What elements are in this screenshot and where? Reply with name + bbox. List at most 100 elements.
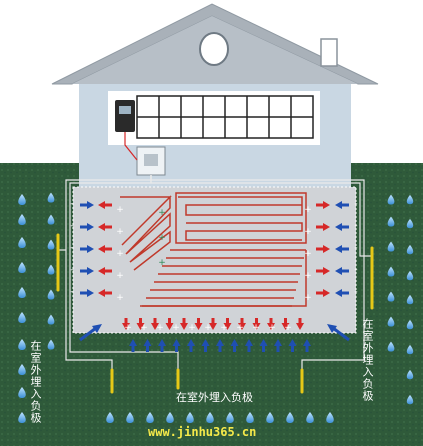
back-wall-frame [175, 192, 307, 244]
side-wall-cable [120, 195, 172, 271]
water-drop [266, 412, 274, 423]
water-drop [18, 237, 26, 248]
water-drop [387, 241, 395, 252]
water-drops [18, 192, 414, 423]
bottom-negative-arrow [172, 339, 181, 352]
left-positive-arrow-head [98, 223, 105, 231]
water-drop [18, 412, 26, 423]
water-drop [387, 291, 395, 302]
left-negative-arrow [80, 223, 94, 231]
right-negative-arrow [335, 267, 349, 275]
right-positive-arrow-head [323, 289, 330, 297]
water-drop [47, 314, 55, 325]
right-negative-arrow-head [335, 289, 342, 297]
water-drop [387, 316, 395, 327]
bottom-positive-arrow-head [180, 323, 188, 330]
bottom-negative-arrow [143, 339, 152, 352]
bottom-positive-arrow-head [151, 323, 159, 330]
left-plus-sign: + [116, 227, 124, 237]
bottom-negative-arrow-head [274, 339, 282, 346]
bottom-negative-arrow-head [216, 339, 224, 346]
bottom-negative-arrow [216, 339, 224, 352]
left-negative-arrow [80, 267, 94, 275]
bottom-negative-arrow [129, 339, 137, 352]
water-drop [406, 244, 414, 255]
bottom-negative-arrow [230, 339, 239, 352]
right-plus-sign: + [304, 271, 312, 281]
floor-cable [140, 250, 307, 307]
electrodes [56, 233, 374, 394]
floor-plus-sign: + [124, 323, 132, 333]
right-minus-sign: - [354, 221, 357, 231]
floor-plus-sign: + [140, 323, 148, 333]
wall-plus-sign: + [158, 258, 166, 268]
water-drop [18, 262, 26, 273]
bottom-positive-arrow [194, 318, 203, 330]
left-minus-sign: - [70, 199, 73, 209]
house [51, 3, 379, 187]
bottom-positive-arrow [281, 318, 290, 330]
bottom-positive-arrow [180, 318, 188, 330]
left-negative-arrow-head [87, 245, 94, 253]
right-plus-sign: + [304, 205, 312, 215]
wall-plus-sign: + [158, 233, 166, 243]
corner-arrow-shaft [332, 326, 350, 342]
bottom-negative-arrow-head [129, 339, 137, 346]
window-grid [136, 95, 314, 139]
water-drop [387, 266, 395, 277]
left-positive-arrow [98, 289, 112, 297]
water-drop [226, 412, 234, 423]
bottom-negative-arrow [274, 339, 282, 352]
bottom-negative-arrow-head [288, 339, 297, 346]
bottom-negative-arrow-head [303, 339, 311, 346]
water-drop [387, 194, 395, 205]
right-positive-arrow-head [323, 223, 330, 231]
corner-arrow-head [327, 324, 337, 333]
water-drop [166, 412, 174, 423]
floor-plus-sign: + [236, 323, 244, 333]
right-minus-sign: - [354, 199, 357, 209]
left-negative-arrow [80, 289, 94, 297]
bottom-positive-arrow [296, 318, 304, 330]
bottom-negative-arrow-head [259, 339, 268, 346]
floor-plus-sign: + [268, 323, 276, 333]
water-drop [47, 214, 55, 225]
right-positive-arrow-head [323, 201, 330, 209]
right-plus-sign: + [304, 249, 312, 259]
right-negative-arrow [335, 223, 349, 231]
website-watermark: www.jinhu365.cn [148, 425, 257, 439]
water-drop [406, 394, 414, 405]
water-drop [406, 369, 414, 380]
left-positive-arrow-head [98, 201, 105, 209]
water-drop [326, 412, 334, 423]
bottom-positive-arrow-head [267, 323, 275, 330]
bottom-negative-arrow-head [230, 339, 239, 346]
floor-plus-sign: + [204, 323, 212, 333]
floor-plus-sign: + [188, 323, 196, 333]
wall-plus-sign: + [158, 208, 166, 218]
water-drop [18, 312, 26, 323]
water-drop [387, 341, 395, 352]
bottom-electrode-label: 在室外埋入负极 [176, 391, 253, 404]
ion-flow-arrows [79, 201, 350, 352]
left-negative-arrow [80, 245, 94, 253]
bottom-negative-arrow [288, 339, 297, 352]
water-drop [18, 287, 26, 298]
bottom-negative-arrow-head [143, 339, 152, 346]
left-positive-arrow-head [98, 289, 105, 297]
right-electrode-label: 在室外埋入负极 [361, 318, 374, 402]
charge-signs: ++--++--++--++--++--++++++++++++++ [70, 199, 357, 333]
left-plus-sign: + [116, 249, 124, 259]
junction-box [136, 146, 166, 176]
bottom-positive-arrow-head [238, 323, 246, 330]
water-drop [286, 412, 294, 423]
left-positive-arrow [98, 267, 112, 275]
bottom-negative-arrow [201, 339, 210, 352]
bottom-positive-arrow-head [223, 323, 232, 330]
left-negative-arrow-head [87, 267, 94, 275]
left-plus-sign: + [116, 271, 124, 281]
bottom-negative-arrow [187, 339, 195, 352]
bottom-negative-arrow [158, 339, 166, 352]
bottom-positive-arrow-head [281, 323, 290, 330]
bottom-positive-arrow [223, 318, 232, 330]
